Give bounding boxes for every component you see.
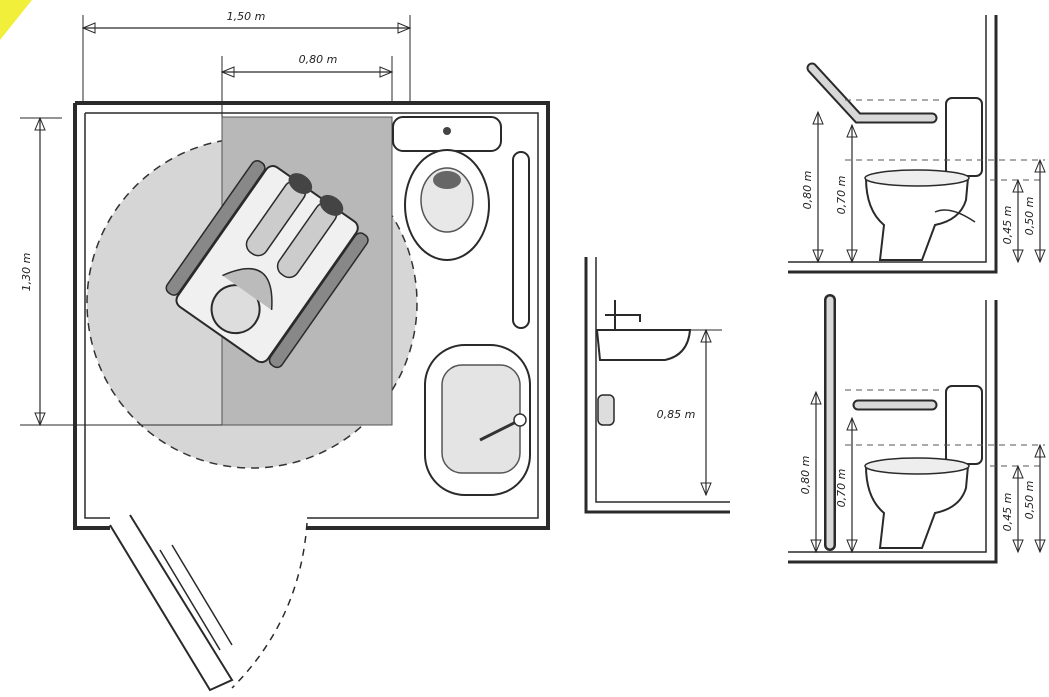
toilet-tank-bottom [945,385,983,465]
dim-label-top-bar: 0,80 m [801,171,814,210]
sink-trap [597,394,615,426]
room-wall [75,101,550,530]
dim-label-top-seat: 0,45 m [1001,206,1014,245]
dim-label-width: 1,50 m [227,10,266,23]
toilet-tank [945,97,983,177]
plan-view: 1,50 m 0,80 m 1,30 m [20,10,550,692]
dim-label-top-bar-low: 0,70 m [835,176,848,215]
dim-label-sink-height: 0,85 m [657,408,696,421]
wheelchair-user-plan [165,160,369,369]
corner-accent [0,0,32,40]
dimension-depth: 1,30 m [20,116,222,427]
dimension-clear: 0,80 m [220,53,394,117]
toilet-bowl-bottom [864,465,970,549]
grab-bar-plan [512,151,530,329]
dimension-width: 1,50 m [81,10,412,103]
room-wall-left-inner [84,113,110,519]
sink-basin [595,329,692,361]
door-swing-arc [231,522,308,689]
sink-plan [424,344,531,496]
sink-faucet [605,300,641,330]
sink-elevation: 0,85 m [584,257,730,514]
toilet-elevation-bottom: 0,80 m 0,70 m 0,45 m 0,50 m [788,294,1046,564]
toilet-bowl [864,177,970,261]
toilet-plan [392,116,502,261]
dim-label-bottom-tank: 0,50 m [1023,481,1036,520]
room-wall-left [73,103,110,530]
dim-label-bottom-seat: 0,45 m [1001,493,1014,532]
grab-bar-angled [808,64,936,122]
room-wall-inner [85,112,539,519]
dim-label-clear: 0,80 m [299,53,338,66]
dim-label-top-tank: 0,50 m [1023,197,1036,236]
toilet-elevation-top: 0,80 m 0,70 m 0,45 m 0,50 m [788,15,1046,274]
dim-label-bottom-bar-low: 0,70 m [835,469,848,508]
dim-label-depth: 1,30 m [20,253,33,292]
dim-label-bottom-bar: 0,80 m [799,456,812,495]
door [109,514,308,692]
